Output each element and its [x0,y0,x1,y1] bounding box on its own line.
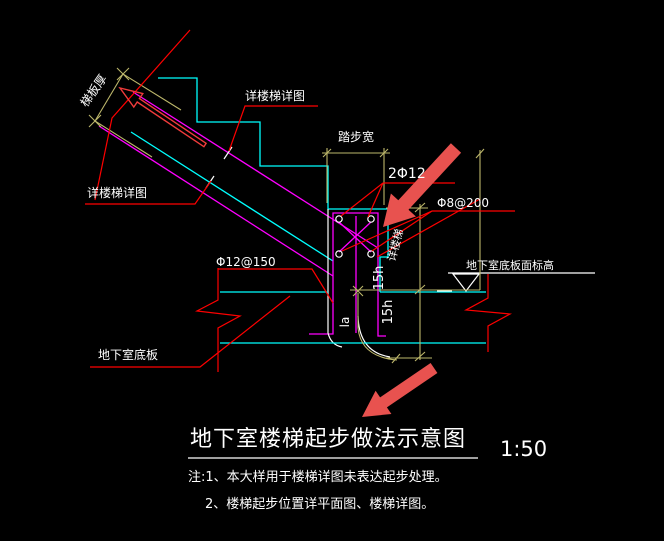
leader-stair-detail-left [85,180,212,205]
label-stair-detail-top: 详楼梯详图 [245,88,305,103]
leader-flight-cut-line [94,29,191,201]
rebar-tick-upper [223,146,233,160]
annotation-arrow-lower [362,363,438,417]
label-stair-detail-left: 详楼梯详图 [87,185,147,200]
level-symbol [437,272,595,292]
label-dim-15h-lower: 15h [381,300,396,325]
notes-block: 注:1、本大样用于楼梯详图未表达起步处理。 2、楼梯起步位置详平面图、楼梯详图。 [188,470,448,512]
label-slab-level: 地下室底板面标高 [466,258,554,272]
stair-steps-outline [158,77,389,292]
note-line-2: 2、楼梯起步位置详平面图、楼梯详图。 [205,497,434,512]
break-symbol-right [463,274,513,352]
leader-stirrups [341,198,515,258]
leader-basement-slab [90,295,291,368]
leader-stair-detail-top [228,105,318,152]
dimension-slab-thickness [88,67,182,158]
label-tread-width: 踏步宽 [338,129,374,144]
annotation-arrow-outline [118,86,208,148]
label-basement-slab: 地下室底板 [98,347,158,362]
starting-step-rebar [309,212,386,337]
label-top-bars: 2Φ12 [388,166,426,182]
label-anchorage-la: la [338,317,352,328]
drawing-scale: 1:50 [500,437,547,461]
dimension-15h-chain [350,148,485,362]
stair-slab-diagonals [98,91,379,277]
rebar-section-circles [335,215,375,258]
title-block: 地下室楼梯起步做法示意图 1:50 [188,427,547,461]
leader-slab-bars [218,268,334,304]
label-stirrups: Φ8@200 [437,196,489,210]
dimension-tread-width [322,148,390,205]
basement-slab-lines [220,291,486,344]
note-line-1: 注:1、本大样用于楼梯详图未表达起步处理。 [188,470,448,485]
break-symbol-left [194,268,242,372]
label-dim-15h-upper: 15h [372,266,387,291]
label-slab-bars: Φ12@150 [216,255,276,269]
dimension-anchorage-la [352,285,401,364]
drawing-title: 地下室楼梯起步做法示意图 [190,427,466,452]
annotation-arrow-upper [383,143,462,227]
